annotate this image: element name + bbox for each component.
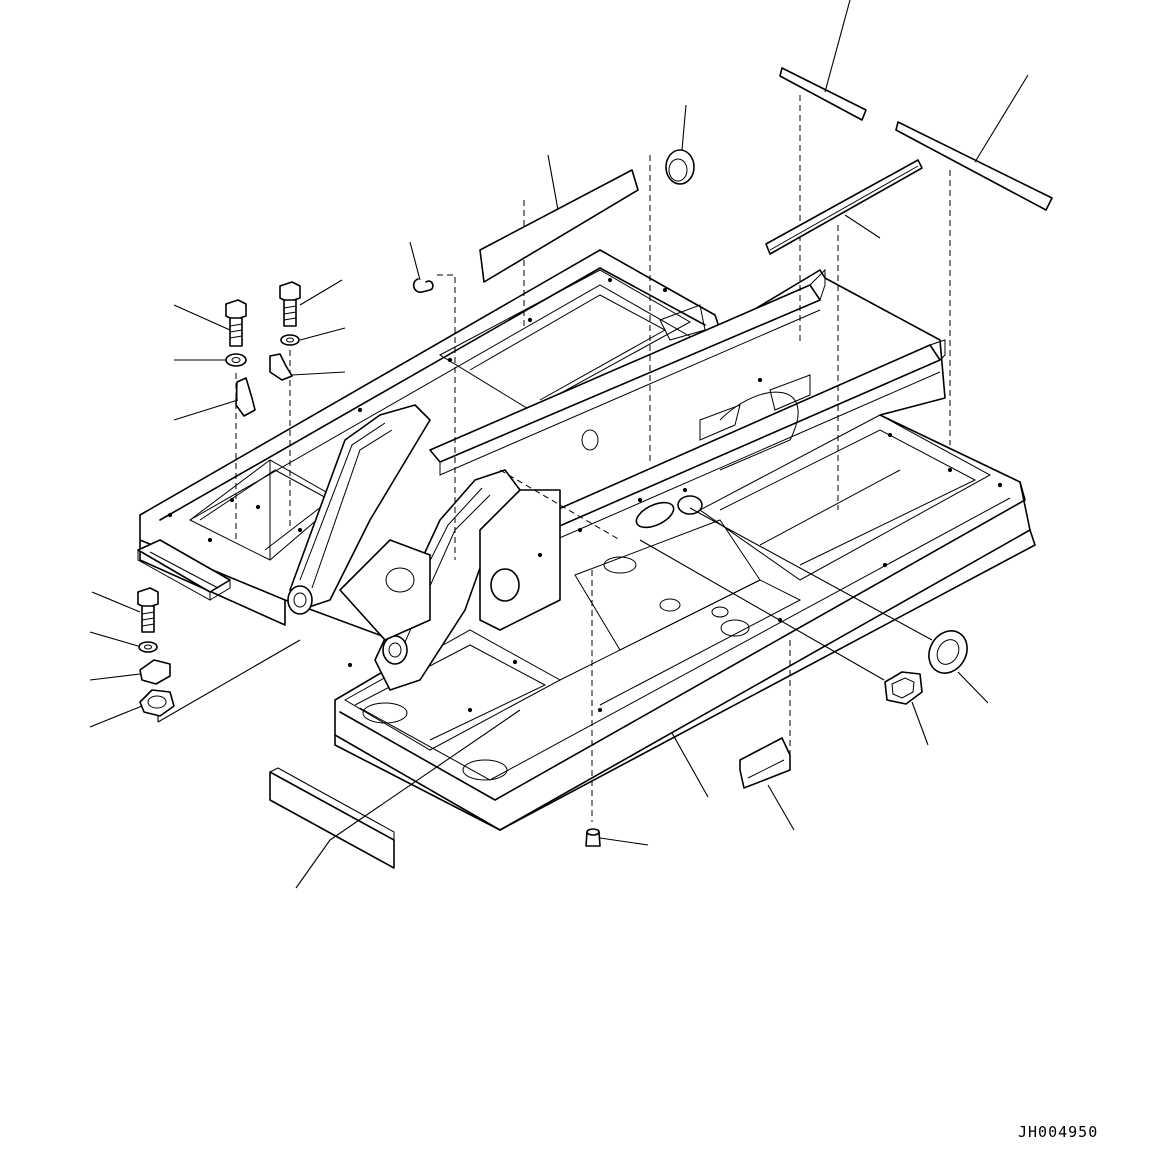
washer-upper-right (281, 335, 299, 345)
bolt-lower-left (138, 588, 158, 632)
frame-bolt-dots (168, 278, 1001, 711)
bracket-upper-right (270, 354, 292, 380)
clip (414, 279, 433, 292)
seal-strip-middle (766, 160, 922, 254)
assembly-guide-lines (236, 95, 950, 822)
cover-plate-small (740, 738, 790, 788)
washer-upper-left (226, 354, 246, 366)
leader-lines (90, 0, 1028, 888)
bolt-upper-left (226, 300, 246, 346)
step-plate (138, 540, 230, 600)
bolt-upper-right (280, 282, 300, 326)
plate-lower-left (140, 660, 170, 684)
grommet-lower-a (885, 672, 922, 704)
seal-strip-long (896, 122, 1052, 210)
grommet-lower-b (921, 624, 974, 680)
revolving-frame (140, 250, 1035, 830)
gasket-lower-left (140, 690, 174, 716)
cap (586, 829, 600, 846)
grommet-upper (666, 150, 694, 184)
rubber-pad-lower (270, 768, 394, 868)
seal-strip-short (780, 68, 866, 120)
rubber-strip-upper (480, 170, 638, 282)
drawing-code-label: JH004950 (1018, 1123, 1099, 1141)
washer-lower-left (139, 642, 157, 652)
bracket-upper-left (236, 378, 255, 416)
